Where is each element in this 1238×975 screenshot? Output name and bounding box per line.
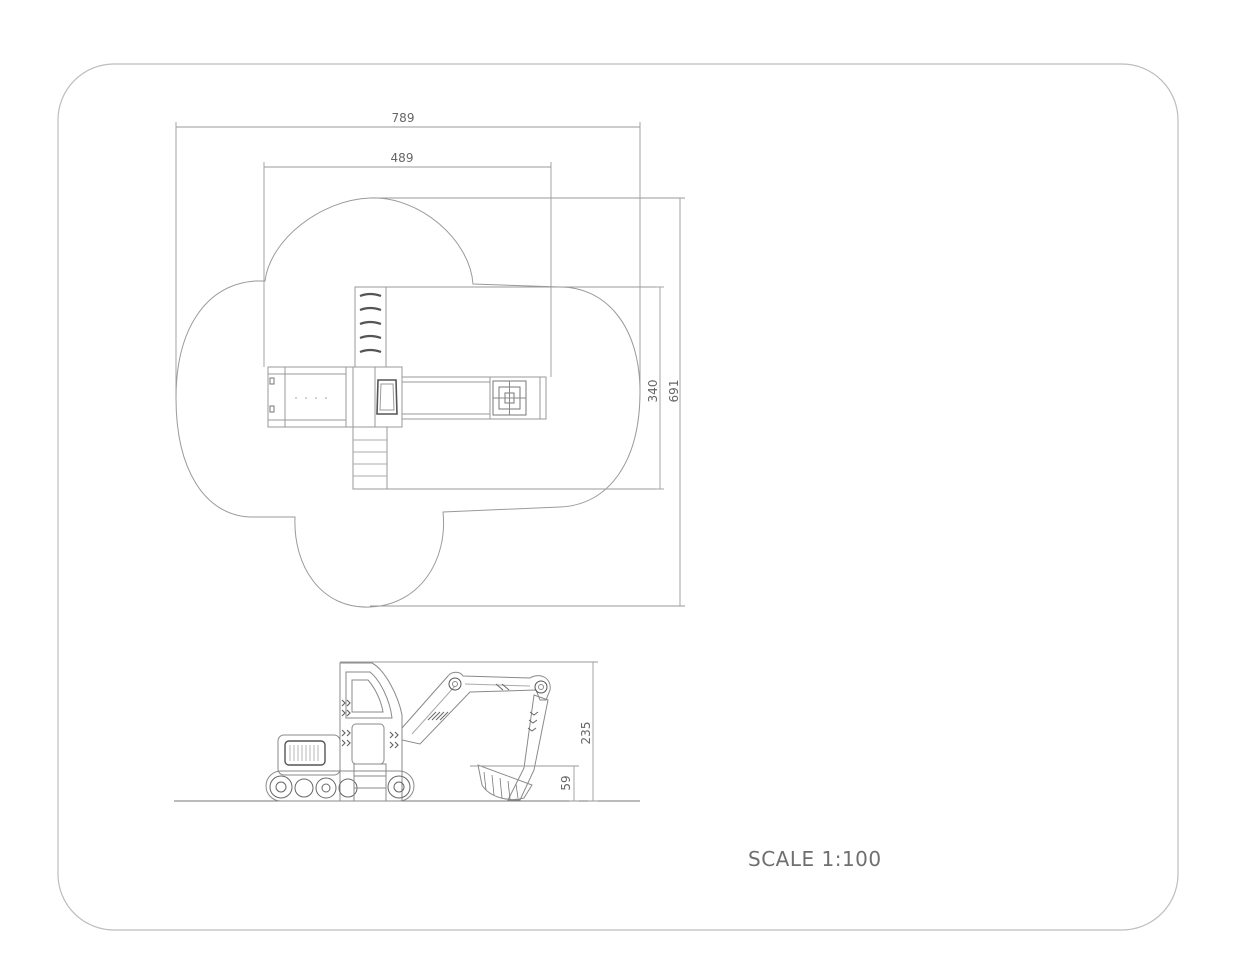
- bucket: [477, 764, 533, 800]
- plan-view: [175, 197, 656, 608]
- dim-plan-structure-depth: 340: [646, 380, 660, 403]
- cabin-chevrons: [341, 699, 399, 749]
- dipper-arm: [507, 694, 549, 801]
- bucket-platform: [489, 376, 547, 420]
- engine-body: [277, 734, 341, 776]
- elevation-dimensions: [340, 661, 598, 802]
- rear-dots: [295, 397, 327, 399]
- engine-grille: [284, 740, 326, 766]
- elevation-steps: [353, 763, 387, 802]
- arm-bridge: [401, 376, 491, 420]
- lower-steps: [352, 426, 388, 490]
- safety-zone-outline: [175, 197, 641, 608]
- dim-elevation-height: 235: [579, 722, 593, 745]
- sheet-border: [57, 63, 1179, 931]
- plan-dimensions: [175, 122, 685, 607]
- dim-elevation-platform-height: 59: [559, 775, 573, 790]
- dim-plan-total-depth: 691: [667, 380, 681, 403]
- climbing-ladder: [354, 286, 387, 368]
- dim-plan-total-width: 789: [392, 111, 415, 125]
- ladder-rungs: [359, 292, 382, 354]
- cabin-tower: [339, 662, 403, 801]
- boom-arm: [401, 671, 551, 745]
- tracks: [265, 770, 415, 802]
- elevation-view: [174, 662, 640, 802]
- dim-plan-structure-width: 489: [391, 151, 414, 165]
- track-wheels: [269, 775, 411, 799]
- scale-label: SCALE 1:100: [748, 847, 882, 871]
- rear-body: [267, 366, 347, 428]
